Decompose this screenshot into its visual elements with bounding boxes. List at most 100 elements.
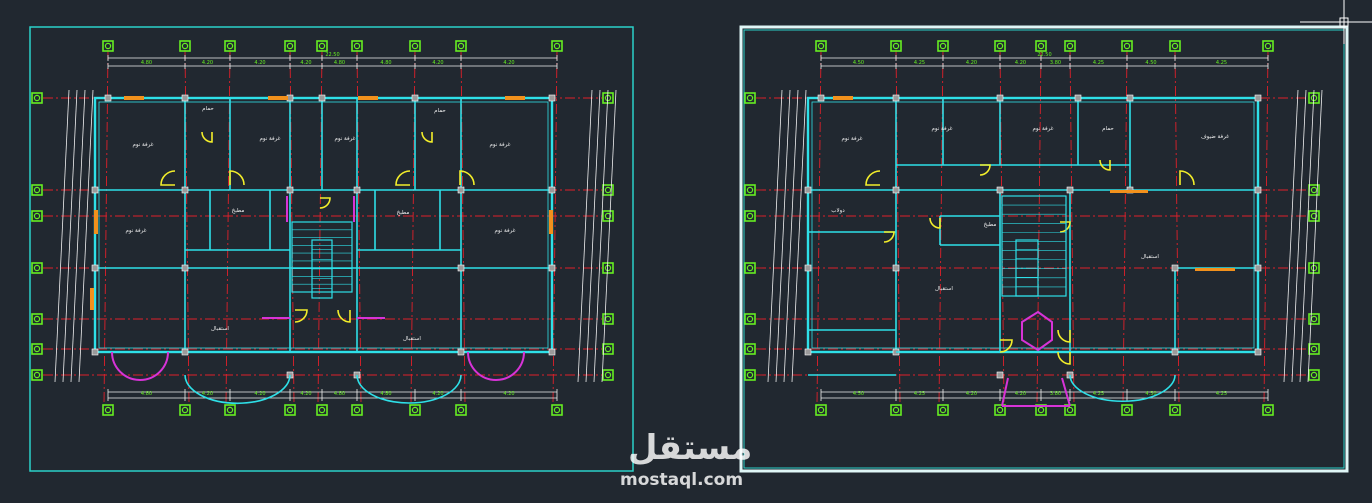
door-arc bbox=[1099, 159, 1111, 171]
door-swing bbox=[1099, 159, 1111, 171]
door-arc bbox=[294, 309, 308, 323]
door-arc bbox=[319, 197, 331, 209]
axis-bubble-square bbox=[602, 369, 614, 381]
dimension-value: 4.20 bbox=[966, 60, 977, 66]
axis-bubble-square bbox=[455, 40, 467, 52]
door-swing bbox=[1059, 221, 1071, 233]
axis-bubble-circle bbox=[226, 406, 234, 414]
axis-bubble-square bbox=[31, 184, 43, 196]
axis-bubble bbox=[815, 40, 827, 52]
axis-bubble-circle bbox=[746, 264, 754, 272]
axis-bubble-square bbox=[31, 313, 43, 325]
crosshair-cursor-icon bbox=[1300, 0, 1372, 44]
axis-bubble bbox=[815, 404, 827, 416]
axis-bubble-circle bbox=[318, 42, 326, 50]
axis-bubble bbox=[744, 210, 756, 222]
axis-bubble-square bbox=[744, 210, 756, 222]
structural-column bbox=[91, 348, 99, 356]
axis-bubble bbox=[744, 343, 756, 355]
door-arc bbox=[1057, 329, 1071, 343]
axis-bubble bbox=[224, 40, 236, 52]
axis-bubble-square bbox=[284, 404, 296, 416]
room-label: غرفة نوم bbox=[489, 142, 510, 148]
axis-bubble bbox=[744, 184, 756, 196]
axis-bubble-circle bbox=[1037, 42, 1045, 50]
door-arc bbox=[1179, 170, 1195, 186]
dimension-value: 4.20 bbox=[254, 60, 265, 66]
axis-bubble-square bbox=[744, 343, 756, 355]
axis-bubble-circle bbox=[353, 42, 361, 50]
dimension-line-side bbox=[767, 89, 783, 383]
axis-line-vertical bbox=[1036, 49, 1042, 405]
axis-bubble-circle bbox=[181, 42, 189, 50]
axis-bubble-square bbox=[1262, 404, 1274, 416]
staircase bbox=[291, 221, 353, 293]
structural-column bbox=[1066, 186, 1074, 194]
axis-bubble-circle bbox=[1310, 212, 1318, 220]
axis-bubble-square bbox=[179, 40, 191, 52]
axis-line-vertical bbox=[1174, 49, 1180, 405]
axis-bubble-square bbox=[602, 313, 614, 325]
bay-curve bbox=[356, 374, 462, 404]
dimension-value: 4.80 bbox=[380, 391, 391, 397]
structural-column bbox=[286, 186, 294, 194]
window bbox=[268, 96, 288, 100]
window bbox=[833, 96, 853, 100]
axis-bubble-square bbox=[31, 210, 43, 222]
axis-bubble-circle bbox=[746, 345, 754, 353]
axis-bubble-circle bbox=[604, 345, 612, 353]
door-swing bbox=[929, 217, 941, 229]
axis-bubble-circle bbox=[286, 406, 294, 414]
structural-column bbox=[1254, 348, 1262, 356]
door-arc bbox=[395, 170, 411, 186]
right-sheet-frame-selected[interactable] bbox=[739, 25, 1349, 473]
dimension-line-side bbox=[1283, 89, 1299, 383]
axis-bubble bbox=[1308, 210, 1320, 222]
right-floor-plan[interactable]: 4.504.504.254.254.204.204.204.203.803.80… bbox=[744, 40, 1323, 416]
axis-bubble bbox=[316, 40, 328, 52]
axis-bubble-circle bbox=[1264, 42, 1272, 50]
door-swing bbox=[865, 170, 881, 186]
dimension-value: 4.50 bbox=[1145, 60, 1156, 66]
dimension-line-side bbox=[1291, 89, 1307, 383]
structural-column bbox=[1254, 186, 1262, 194]
door-arc bbox=[1057, 351, 1071, 365]
axis-bubble-circle bbox=[33, 94, 41, 102]
structural-column bbox=[892, 264, 900, 272]
axis-bubble bbox=[31, 262, 43, 274]
dimension-line-side bbox=[78, 89, 94, 383]
axis-bubble-square bbox=[937, 40, 949, 52]
axis-bubble-square bbox=[994, 404, 1006, 416]
axis-bubble-square bbox=[744, 262, 756, 274]
axis-bubble-circle bbox=[817, 42, 825, 50]
dimension-value: 4.80 bbox=[380, 60, 391, 66]
window bbox=[505, 96, 525, 100]
axis-bubble-square bbox=[455, 404, 467, 416]
axis-bubble-square bbox=[602, 343, 614, 355]
structural-column bbox=[181, 348, 189, 356]
door-arc bbox=[337, 309, 351, 323]
axis-bubble bbox=[316, 404, 328, 416]
structural-column bbox=[804, 186, 812, 194]
left-floor-plan[interactable]: 4.804.804.204.204.204.204.204.204.804.80… bbox=[31, 40, 617, 416]
door-arc bbox=[999, 339, 1013, 353]
window bbox=[1110, 190, 1148, 193]
window bbox=[358, 96, 378, 100]
outer-wall-inner bbox=[98, 101, 549, 349]
dimension-value: 4.20 bbox=[432, 391, 443, 397]
axis-bubble-square bbox=[815, 40, 827, 52]
axis-bubble-circle bbox=[1123, 42, 1131, 50]
room-label: مطبخ bbox=[984, 222, 997, 228]
axis-bubble-circle bbox=[1123, 406, 1131, 414]
door-arc bbox=[160, 170, 176, 186]
axis-bubble bbox=[1262, 40, 1274, 52]
axis-bubble-square bbox=[224, 40, 236, 52]
door-arc bbox=[459, 170, 475, 186]
dimension-value: 4.20 bbox=[202, 60, 213, 66]
left-sheet-frame[interactable] bbox=[29, 26, 634, 472]
axis-bubble-circle bbox=[33, 186, 41, 194]
axis-bubble bbox=[284, 404, 296, 416]
dimension-line-side bbox=[577, 89, 593, 383]
axis-bubble bbox=[1121, 40, 1133, 52]
